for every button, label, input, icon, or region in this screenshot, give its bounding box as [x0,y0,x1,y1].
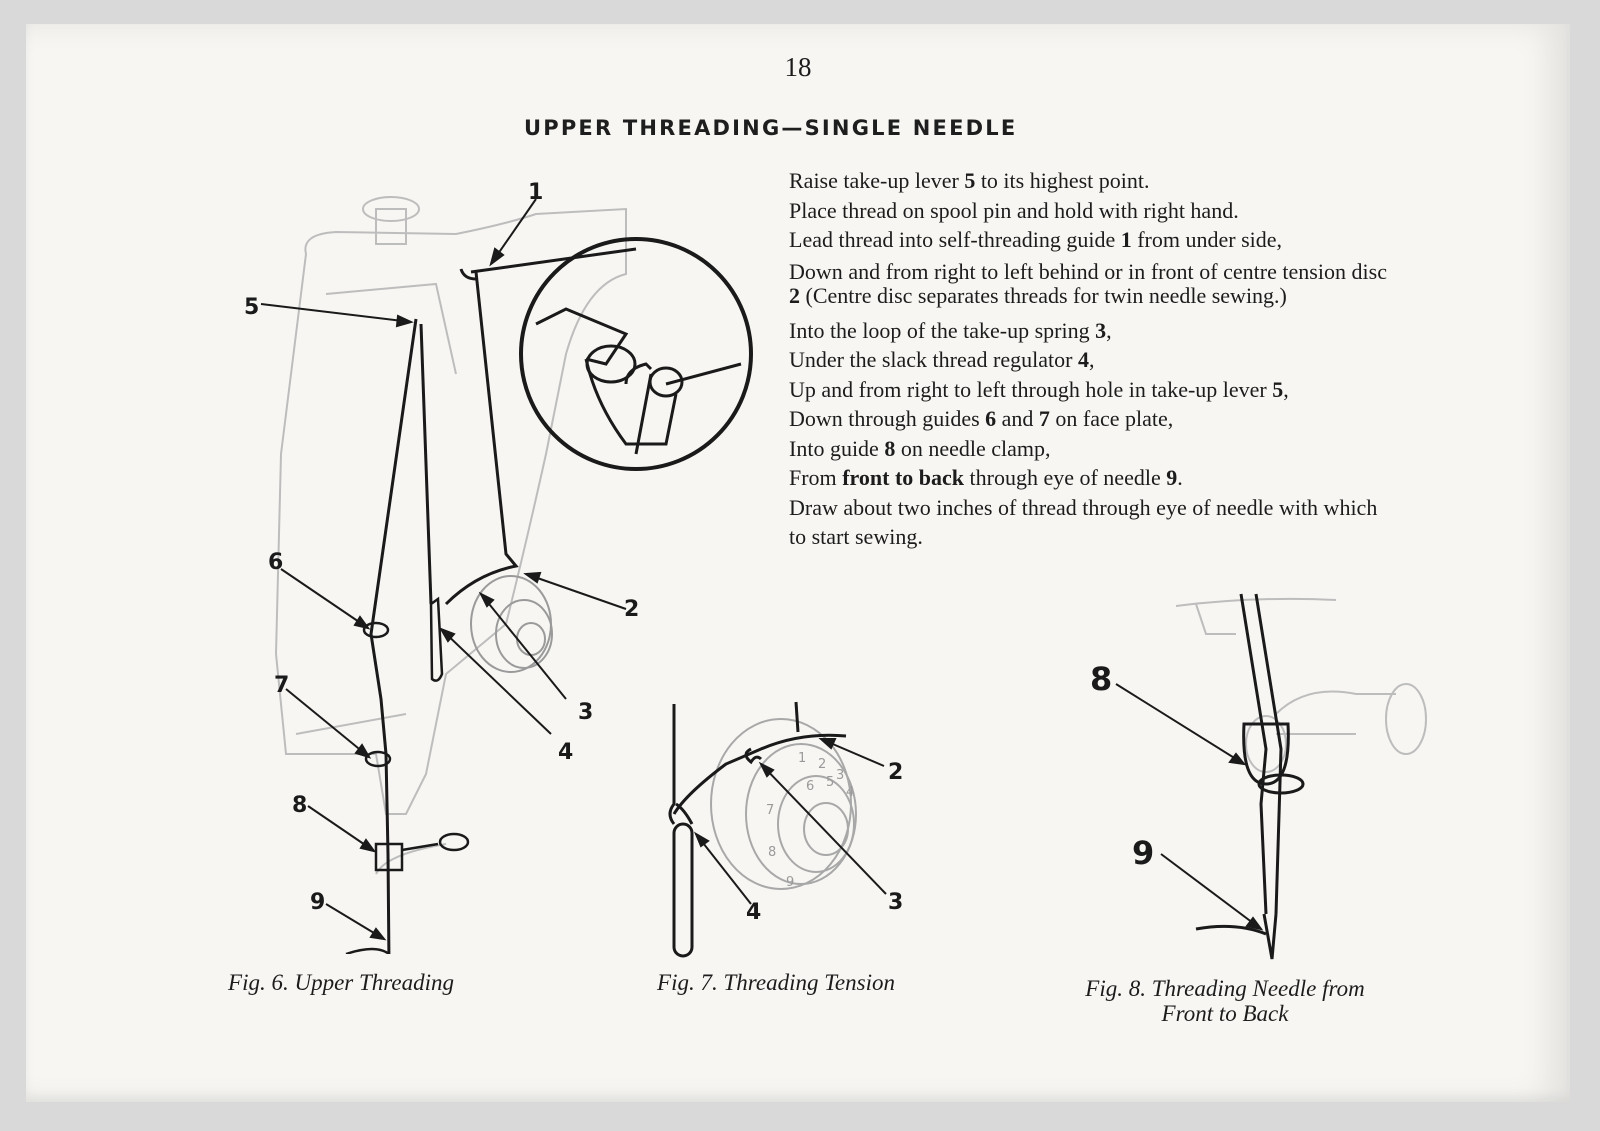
step-raise-lever: Raise take-up lever 5 to its highest poi… [789,168,1150,193]
fig7-dial-numbers: 1 2 3 4 5 6 7 8 9 [766,751,854,890]
fig6-label-8: 8 [292,793,307,818]
step-slack-regulator: Under the slack thread regulator 4, [789,347,1095,372]
step-takeup-spring: Into the loop of the take-up spring 3, [789,317,1112,343]
step-face-plate-guides: Down through guides 6 and 7 on face plat… [789,406,1174,431]
svg-text:6: 6 [806,779,814,794]
fig8-label-9: 9 [1132,834,1154,872]
fig6-caption: Fig. 6. Upper Threading [228,970,454,995]
svg-text:1: 1 [798,751,806,766]
fig7-label-2: 2 [888,760,903,785]
fig7-caption: Fig. 7. Threading Tension [657,970,895,995]
fig6-label-4: 4 [558,740,573,765]
threading-instructions: Raise take-up lever 5 to its highest poi… [789,166,1387,552]
svg-text:4: 4 [846,785,854,800]
step-draw-thread: Draw about two inches of thread through … [789,494,1378,550]
fig7-label-4: 4 [746,900,761,925]
svg-text:3: 3 [836,768,844,783]
svg-text:9: 9 [786,875,794,890]
svg-text:7: 7 [766,803,774,818]
fig7-label-3: 3 [888,890,903,915]
fig8-illustration: 8 9 [1090,593,1427,960]
step-place-thread: Place thread on spool pin and hold with … [789,197,1239,223]
fig8-caption-line2: Front to Back [1161,1001,1289,1026]
fig6-label-1: 1 [528,180,543,205]
fig6-label-2: 2 [624,597,639,622]
manual-page: 18 UPPER THREADING—SINGLE NEEDLE Raise t… [26,24,1570,1102]
fig8-label-8: 8 [1090,660,1112,698]
svg-text:2: 2 [818,757,826,772]
fig6-label-5: 5 [244,295,259,320]
fig6-illustration: 1 2 3 4 5 6 7 8 9 [244,180,753,954]
fig6-label-9: 9 [310,890,325,915]
fig7-illustration: 1 2 3 4 5 6 7 8 9 2 3 4 [668,701,903,958]
fig6-label-3: 3 [578,700,593,725]
step-tension-disc: Down and from right to left behind or in… [789,258,1387,308]
fig8-caption-line1: Fig. 8. Threading Needle from [1085,976,1365,1001]
step-guide-1: Lead thread into self-threading guide 1 … [789,227,1283,252]
fig8-caption: Fig. 8. Threading Needle from Front to B… [1040,976,1410,1026]
step-needle-clamp: Into guide 8 on needle clamp, [789,435,1051,461]
page-number: 18 [784,52,812,82]
section-heading: UPPER THREADING—SINGLE NEEDLE [524,116,1018,140]
fig6-label-6: 6 [268,550,283,575]
svg-text:5: 5 [826,775,834,790]
svg-text:8: 8 [768,845,776,860]
step-takeup-lever-hole: Up and from right to left through hole i… [789,376,1289,402]
fig6-label-7: 7 [274,673,289,698]
step-needle-eye: From front to back through eye of needle… [789,465,1183,490]
